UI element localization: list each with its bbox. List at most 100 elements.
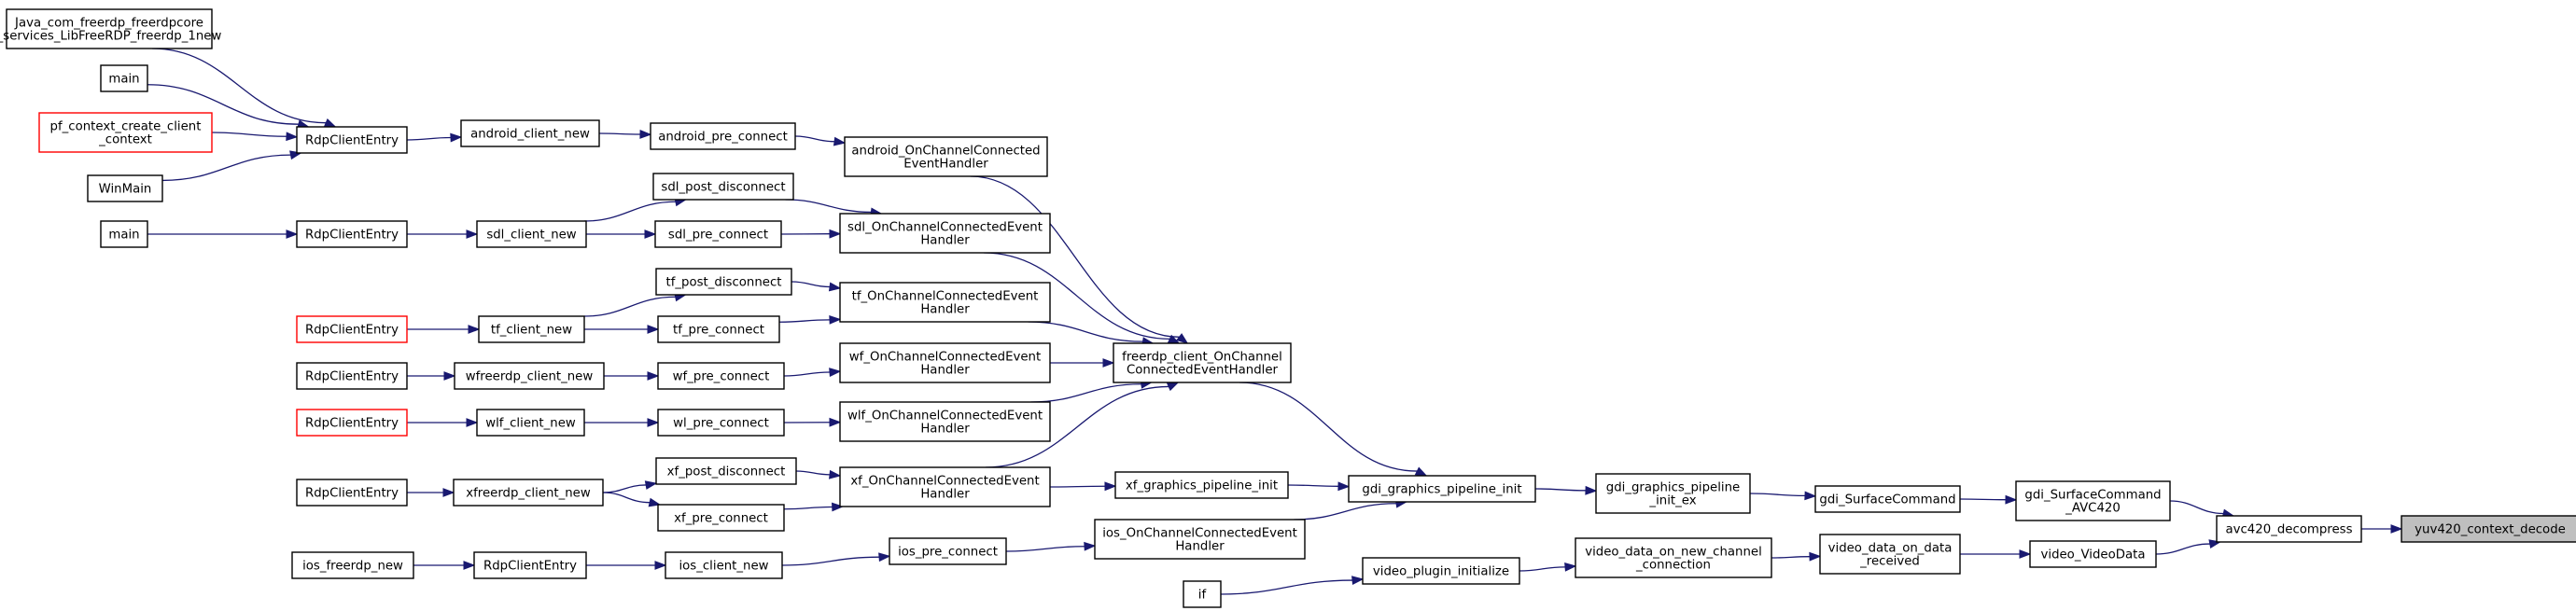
node-box	[296, 409, 408, 437]
node-ios-pre-connect[interactable]: ios_pre_connect	[889, 537, 1007, 565]
edge-line	[794, 135, 835, 143]
node-xf-graphics-pipeline-init[interactable]: xf_graphics_pipeline_init	[1114, 471, 1289, 499]
node-video-data-on-new-channel-connection[interactable]: video_data_on_new_channel_connection	[1575, 537, 1772, 578]
node-label: _received	[1859, 555, 1920, 569]
edge-video-videodata-to-avc420-decompress	[2155, 539, 2221, 555]
node-ios-freerdp-new[interactable]: ios_freerdp_new	[291, 551, 414, 579]
edge-xfreerdp-client-new-to-xf-post-disconnect	[602, 480, 658, 493]
node-box	[839, 466, 1051, 507]
edge-wf-onchannelconnectedeventhandler-to-freerdp-client-onchannelconnectedeventhandler	[1050, 358, 1115, 368]
node-gdi-graphics-pipeline-init-ex[interactable]: gdi_graphics_pipeline_init_ex	[1595, 473, 1751, 514]
edge-wf-pre-connect-to-wf-onchannelconnectedeventhandler	[783, 368, 842, 377]
node-xfreerdp-client-new[interactable]: xfreerdp_client_new	[453, 479, 604, 507]
node-wf-pre-connect[interactable]: wf_pre_connect	[657, 362, 785, 390]
node-video-data-on-data-received[interactable]: video_data_on_data_received	[1819, 534, 1961, 575]
node-rdpcliententry-wlf[interactable]: RdpClientEntry	[296, 409, 408, 437]
node-wlf-client-new[interactable]: wlf_client_new	[476, 409, 585, 437]
edge-arrowhead	[286, 132, 299, 142]
node-android-client-new[interactable]: android_client_new	[460, 119, 600, 147]
node-label: sdl_client_new	[486, 229, 576, 243]
node-sdl-post-disconnect[interactable]: sdl_post_disconnect	[652, 173, 794, 201]
node-main-sdl[interactable]: main	[100, 220, 148, 248]
node-gdi-surfacecommand[interactable]: gdi_SurfaceCommand	[1814, 485, 1961, 513]
node-label: main	[108, 73, 139, 87]
edge-arrowhead	[828, 282, 842, 292]
call-graph-nodes: yuv420_context_decode avc420_decompress gd…	[0, 8, 2576, 608]
edge-arrowhead	[442, 488, 455, 497]
edge-rdpcliententry-wlf-to-wlf-client-new	[407, 418, 479, 427]
node-label: sdl_pre_connect	[668, 229, 768, 243]
node-label: Handler	[920, 488, 970, 502]
node-xf-pre-connect[interactable]: xf_pre_connect	[657, 504, 785, 532]
node-rdpcliententry-ios[interactable]: RdpClientEntry	[473, 551, 587, 579]
node-android-pre-connect[interactable]: android_pre_connect	[650, 122, 796, 150]
node-tf-post-disconnect[interactable]: tf_post_disconnect	[655, 268, 792, 296]
node-box	[2401, 515, 2576, 543]
node-box	[2029, 540, 2157, 568]
node-main-android[interactable]: main	[100, 64, 148, 92]
node-video-plugin-initialize[interactable]: video_plugin_initialize	[1362, 557, 1520, 585]
edge-arrowhead	[1564, 562, 1577, 572]
edge-arrowhead	[1176, 333, 1189, 344]
node-video-videodata[interactable]: video_VideoData	[2029, 540, 2157, 568]
edge-sdl-pre-connect-to-sdl-onchannelconnectedeventhandler	[780, 229, 842, 239]
node-winmain[interactable]: WinMain	[87, 174, 163, 202]
node-avc420-decompress[interactable]: avc420_decompress	[2216, 515, 2362, 543]
node-label: yuv420_context_decode	[2415, 523, 2566, 537]
node-tf-client-new[interactable]: tf_client_new	[478, 315, 585, 343]
node-label: sdl_post_disconnect	[661, 181, 785, 195]
node-label: RdpClientEntry	[305, 324, 399, 338]
edge-arrowhead	[1337, 481, 1351, 492]
edge-ios-onchannelconnectedeventhandler-to-gdi-graphics-pipeline-init	[1294, 498, 1408, 521]
node-gdi-graphics-pipeline-init[interactable]: gdi_graphics_pipeline_init	[1348, 475, 1536, 503]
edge-line	[1005, 546, 1085, 552]
edge-arrowhead	[647, 325, 660, 334]
edge-arrowhead	[647, 371, 660, 381]
node-box	[460, 119, 600, 147]
node-pf-context-create-client-context[interactable]: pf_context_create_client_context	[38, 112, 213, 153]
node-tf-pre-connect[interactable]: tf_pre_connect	[657, 315, 780, 343]
node-label: Handler	[920, 423, 970, 437]
edge-tf-client-new-to-tf-pre-connect	[584, 325, 660, 334]
node-label: Java_com_freerdp_freerdpcore	[14, 17, 203, 31]
node-label: xfreerdp_client_new	[466, 487, 591, 501]
node-if[interactable]: if	[1183, 580, 1222, 608]
edge-line	[1959, 498, 2007, 501]
node-rdpcliententry-wf[interactable]: RdpClientEntry	[296, 362, 408, 390]
node-rdpcliententry-android[interactable]: RdpClientEntry	[296, 126, 408, 154]
edge-video-plugin-initialize-to-video-data-on-new-channel-connection	[1519, 562, 1577, 572]
edge-main-sdl-to-rdpcliententry-sdl	[147, 229, 299, 239]
edge-pf-context-create-client-context-to-rdpcliententry-android	[211, 132, 299, 142]
node-rdpcliententry-sdl[interactable]: RdpClientEntry	[296, 220, 408, 248]
node-yuv420-context-decode[interactable]: yuv420_context_decode	[2401, 515, 2576, 543]
node-rdpcliententry-tf[interactable]: RdpClientEntry	[296, 315, 408, 343]
node-rdpcliententry-xf[interactable]: RdpClientEntry	[296, 479, 408, 507]
node-box	[839, 282, 1051, 323]
node-ios-client-new[interactable]: ios_client_new	[665, 551, 783, 579]
node-gdi-surfacecommand-avc420[interactable]: gdi_SurfaceCommand_AVC420	[2015, 480, 2171, 521]
edge-line	[783, 506, 833, 510]
node-sdl-pre-connect[interactable]: sdl_pre_connect	[654, 220, 782, 248]
edge-freerdp-client-onchannelconnectedeventhandler-to-gdi-graphics-pipeline-init	[1239, 382, 1428, 477]
node-label: _services_LibFreeRDP_freerdp_1new	[0, 30, 221, 44]
node-wl-pre-connect[interactable]: wl_pre_connect	[657, 409, 785, 437]
node-freerdp-client-onchannelconnectedeventhandler[interactable]: freerdp_client_OnChannelConnectedEventHa…	[1113, 342, 1292, 383]
edge-rdpcliententry-xf-to-xfreerdp-client-new	[407, 488, 455, 497]
node-box	[100, 220, 148, 248]
node-label: tf_OnChannelConnectedEvent	[852, 290, 1039, 304]
node-label: avc420_decompress	[2225, 523, 2352, 537]
node-wfreerdp-client-new[interactable]: wfreerdp_client_new	[454, 362, 605, 390]
edge-xf-onchannelconnectedeventhandler-to-xf-graphics-pipeline-init	[1049, 481, 1117, 492]
node-xf-post-disconnect[interactable]: xf_post_disconnect	[655, 457, 797, 485]
node-java-com-freerdp[interactable]: Java_com_freerdp_freerdpcore_services_Li…	[0, 8, 221, 49]
edge-line	[406, 136, 452, 141]
node-sdl-client-new[interactable]: sdl_client_new	[476, 220, 587, 248]
